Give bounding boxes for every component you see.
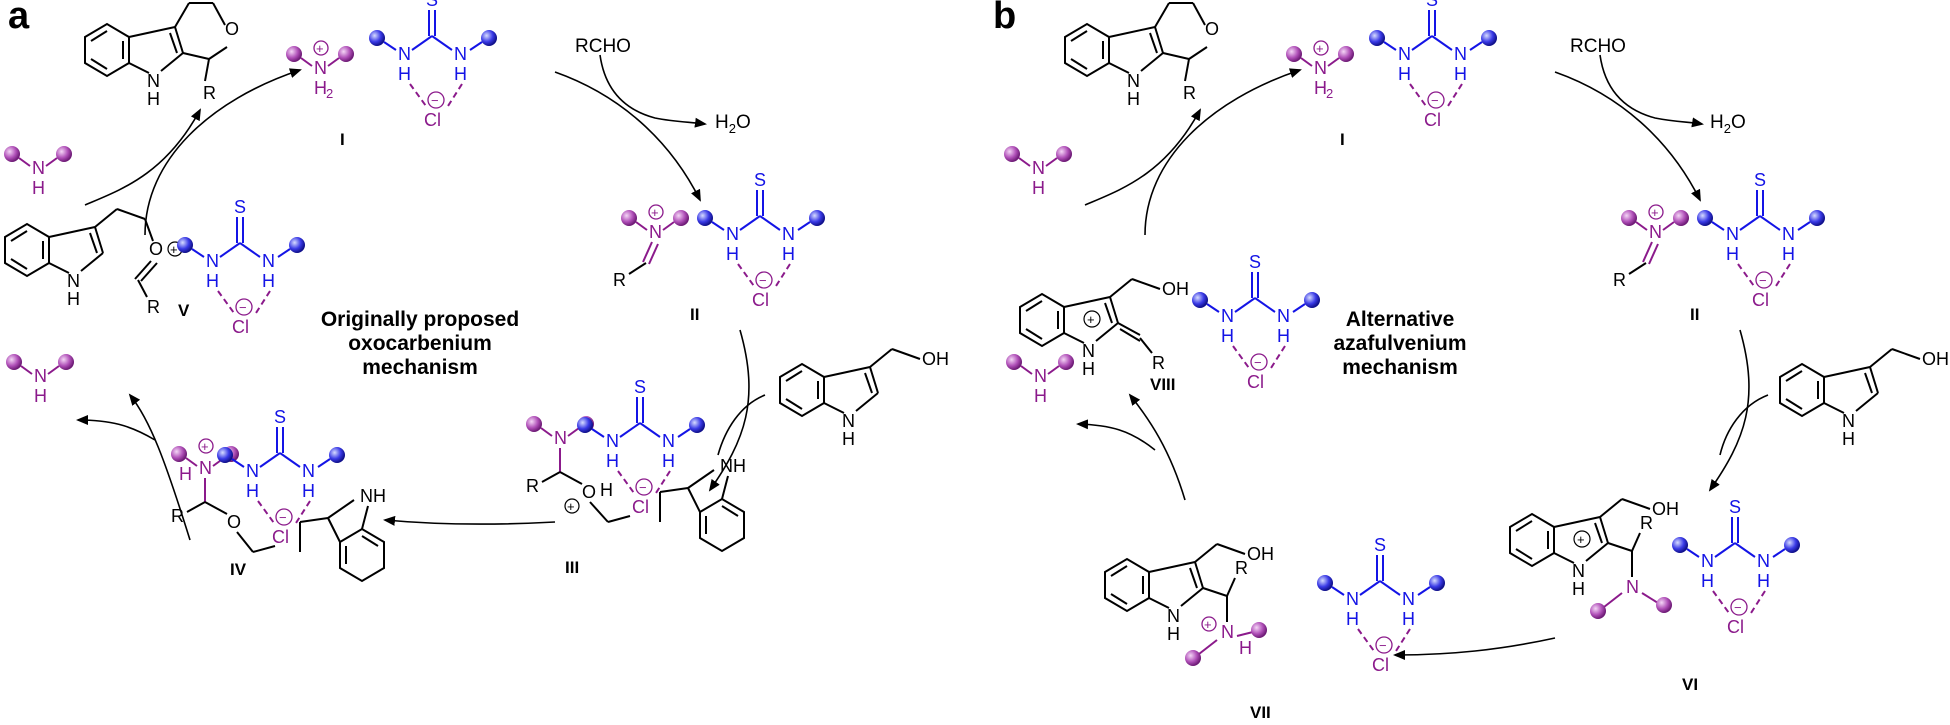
product-pyranoindole-a: O R	[84, 2, 239, 110]
label-I-a: I	[340, 130, 345, 149]
svg-text:O: O	[149, 239, 163, 259]
svg-text:OH: OH	[922, 349, 949, 369]
oxocarbenium-V-a: O + R	[4, 208, 183, 317]
panel-b-title-line3: mechanism	[1342, 356, 1458, 379]
amine-feed-b	[1003, 145, 1073, 199]
svg-text:+: +	[567, 499, 575, 514]
label-VIII-b: VIII	[1150, 375, 1176, 394]
panel-a-title-line1: Originally proposed	[321, 308, 519, 331]
label-VI-b: VI	[1682, 675, 1698, 694]
svg-text:N: N	[199, 458, 212, 478]
label-VII-b: VII	[1250, 703, 1271, 722]
thiourea-complex-II-a	[696, 169, 826, 311]
label-IV-a: IV	[230, 560, 247, 579]
reagent-rcho-b: RCHO	[1570, 36, 1626, 57]
svg-text:+: +	[1577, 532, 1585, 547]
svg-text:R: R	[1183, 83, 1196, 103]
label-III-a: III	[565, 558, 579, 577]
svg-text:NH: NH	[720, 456, 746, 476]
label-V-a: V	[178, 301, 190, 320]
amine-feed-a	[3, 145, 73, 199]
panel-b-letter: b	[993, 0, 1016, 37]
svg-text:N: N	[1221, 622, 1234, 642]
svg-text:NH: NH	[360, 486, 386, 506]
svg-text:O: O	[225, 19, 239, 39]
iminium-II-b	[1612, 204, 1690, 291]
svg-text:+: +	[1087, 312, 1095, 327]
byproduct-water-b: H2O	[1710, 112, 1746, 136]
panel-b-title-line2: azafulvenium	[1333, 332, 1466, 355]
panel-a-title-line3: mechanism	[362, 356, 478, 379]
amine-released-b	[1005, 353, 1075, 407]
thiourea-complex-VIII-b	[1191, 251, 1321, 393]
tryptophol-b: OH	[1779, 348, 1949, 450]
thiourea-complex-II-b	[1696, 169, 1826, 311]
svg-text:R: R	[147, 297, 160, 317]
byproduct-water-a: H2O	[715, 112, 751, 136]
svg-text:O: O	[582, 482, 596, 502]
svg-text:+: +	[170, 242, 178, 257]
aminoindolium-VI-b: + OH R N	[1509, 498, 1679, 619]
svg-text:+: +	[201, 439, 209, 454]
indole-of-IV-a: NH	[299, 486, 386, 583]
indole-of-III-a: NH	[659, 456, 746, 553]
svg-text:OH: OH	[1162, 279, 1189, 299]
panel-a-title-line2: oxocarbenium	[348, 332, 492, 355]
azafulvenium-VIII-b: + OH R	[1019, 278, 1189, 380]
svg-text:OH: OH	[1922, 349, 1949, 369]
product-pyranoindole-b: O R	[1064, 2, 1219, 110]
svg-text:O: O	[227, 512, 241, 532]
svg-text:N: N	[1626, 577, 1639, 597]
thiourea-complex-V-a	[176, 196, 306, 338]
tryptophol-a: OH	[779, 348, 949, 450]
svg-text:R: R	[1152, 353, 1165, 373]
thiourea-complex-III-a	[576, 376, 706, 518]
thiourea-complex-I-b	[1368, 0, 1498, 131]
svg-text:R: R	[526, 476, 539, 496]
panel-b-title-line1: Alternative	[1346, 308, 1455, 331]
aminoether-III-a: N R O H +	[526, 416, 631, 523]
ammonium-indole-VII-b: OH R N + H	[1104, 543, 1274, 666]
svg-text:N: N	[554, 428, 567, 448]
reagent-rcho-a: RCHO	[575, 36, 631, 57]
panel-a-letter: a	[8, 0, 30, 37]
svg-text:OH: OH	[1247, 544, 1274, 564]
cycle-arrows-b	[1076, 54, 1769, 660]
cycle-arrows-a	[76, 54, 766, 541]
thiourea-complex-VI-b	[1671, 496, 1801, 638]
label-I-b: I	[1340, 130, 1345, 149]
svg-text:H: H	[1239, 638, 1252, 658]
svg-text:R: R	[1235, 558, 1248, 578]
svg-text:R: R	[203, 83, 216, 103]
svg-text:R: R	[1640, 513, 1653, 533]
iminium-II-a	[612, 204, 690, 291]
amine-released-a	[5, 353, 75, 407]
label-II-a: II	[690, 305, 699, 324]
thiourea-complex-I-a	[368, 0, 498, 131]
svg-text:H: H	[600, 480, 613, 500]
svg-text:H: H	[179, 464, 192, 484]
label-II-b: II	[1690, 305, 1699, 324]
svg-text:+: +	[1204, 617, 1212, 632]
svg-text:OH: OH	[1652, 499, 1679, 519]
svg-text:O: O	[1205, 19, 1219, 39]
